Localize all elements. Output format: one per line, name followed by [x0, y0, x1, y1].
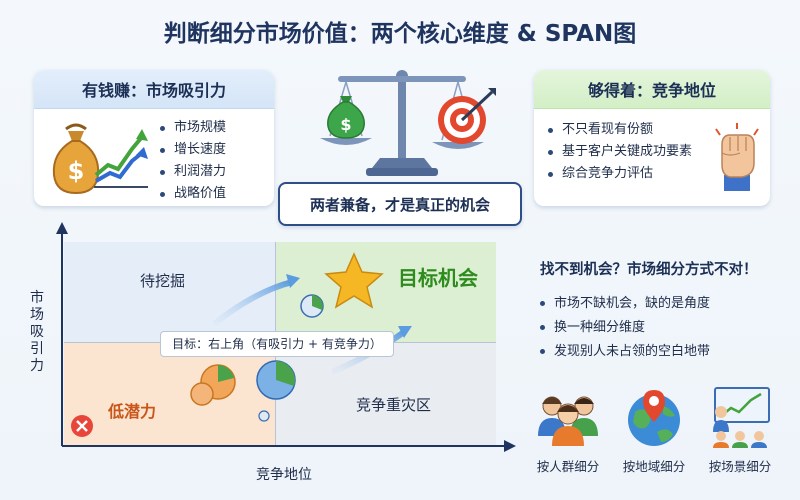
quadrant-bottom-left — [64, 343, 276, 445]
list-item: 战略价值 — [160, 183, 270, 205]
quadrant-label-bottom-right: 竞争重灾区 — [356, 396, 432, 414]
quadrant-label-bottom-left: 低潜力 — [108, 402, 157, 421]
chart-axes — [56, 222, 516, 452]
quadrant-label-top-left: 待挖掘 — [140, 272, 186, 290]
competitive-position-card: 够得着：竞争地位 不只看现有份额 基于客户关键成功要素 综合竞争力评估 — [534, 70, 770, 206]
goal-note: 目标：右上角（有吸引力 + 有竞争力） — [160, 331, 394, 357]
x-axis-label: 竞争地位 — [256, 467, 312, 483]
right-panel-heading: 找不到机会？市场细分方式不对！ — [540, 262, 758, 278]
money-bag-icon: $ — [52, 123, 100, 195]
list-item: 市场不缺机会，缺的是角度 — [540, 292, 790, 316]
competitive-position-heading: 够得着：竞争地位 — [534, 70, 770, 109]
presentation-icon — [713, 387, 770, 448]
market-attractiveness-heading: 有钱赚：市场吸引力 — [34, 70, 274, 109]
page-title: 判断细分市场价值：两个核心维度 & SPAN图 — [163, 21, 637, 47]
list-item: 利润潜力 — [160, 161, 270, 183]
list-item: 基于客户关键成功要素 — [548, 141, 720, 163]
bubble-medium-orange — [200, 364, 236, 400]
bubble-large-blue — [256, 360, 296, 400]
quadrant-divider-v — [275, 242, 276, 445]
cross-icon — [71, 415, 93, 437]
y-axis-label-text: 市场吸引力 — [30, 290, 44, 374]
quadrant-label-top-right: 目标机会 — [398, 266, 478, 290]
quadrant-top-right — [276, 242, 496, 343]
competitive-position-list: 不只看现有份额 基于客户关键成功要素 综合竞争力评估 — [548, 119, 720, 185]
y-axis-label: 市场吸引力 — [30, 290, 48, 375]
target-icon — [438, 88, 496, 144]
opportunity-banner: 两者兼备，才是真正的机会 — [278, 182, 522, 226]
star-icon — [324, 252, 384, 309]
quadrant-divider-h — [64, 342, 496, 343]
balance-scale-icon: $ — [320, 70, 484, 176]
svg-text:$: $ — [68, 157, 85, 185]
list-item: 发现别人未占领的空白地带 — [540, 340, 790, 364]
bubble-large-orange — [190, 382, 214, 406]
chart-graphics — [71, 252, 412, 437]
method-label: 按人群细分 — [536, 459, 600, 474]
market-attractiveness-card: 有钱赚：市场吸引力 $ 市场规模 增长速度 利润潜力 战略价值 — [34, 70, 274, 206]
right-panel-list-wrap: 市场不缺机会，缺的是角度 换一种细分维度 发现别人未占领的空白地带 — [540, 292, 790, 364]
growth-arrows-icon — [94, 129, 148, 188]
list-item: 换一种细分维度 — [540, 316, 790, 340]
market-attractiveness-list: 市场规模 增长速度 利润潜力 战略价值 — [160, 117, 270, 205]
bubble-tiny — [258, 410, 270, 422]
list-item: 增长速度 — [160, 139, 270, 161]
method-by-scenario: 按场景细分 — [698, 386, 782, 475]
method-by-region: 按地域细分 — [612, 386, 696, 475]
svg-text:$: $ — [340, 115, 351, 134]
list-item: 市场规模 — [160, 117, 270, 139]
method-by-people: 按人群细分 — [526, 386, 610, 475]
people-icon — [538, 396, 598, 446]
right-panel-list: 市场不缺机会，缺的是角度 换一种细分维度 发现别人未占领的空白地带 — [540, 292, 790, 364]
quadrant-bottom-right — [276, 343, 496, 445]
method-label: 按地域细分 — [622, 459, 686, 474]
quadrant-top-left — [64, 242, 276, 343]
method-label: 按场景细分 — [708, 459, 772, 474]
globe-pin-icon — [628, 390, 680, 446]
fist-icon — [715, 123, 759, 191]
list-item: 综合竞争力评估 — [548, 163, 720, 185]
list-item: 不只看现有份额 — [548, 119, 720, 141]
bubble-small-top — [300, 294, 324, 318]
